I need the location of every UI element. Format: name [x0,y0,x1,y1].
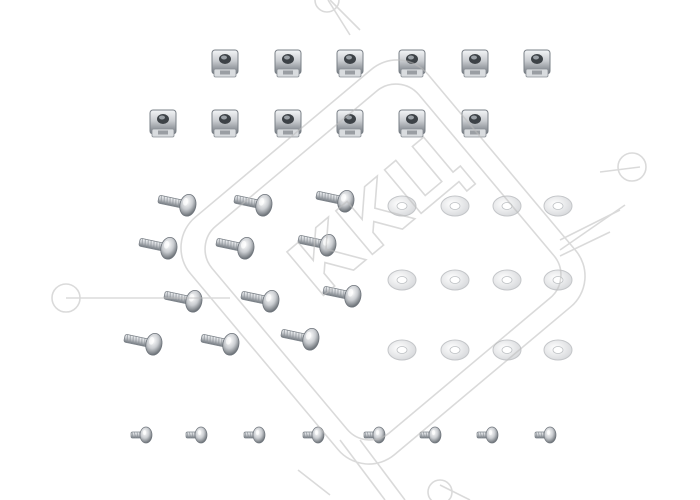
washer [387,269,417,291]
washer [440,269,470,291]
long-screw [280,327,320,351]
short-screw [130,426,153,444]
long-screw [240,289,280,313]
cage-nut [336,109,364,138]
long-screw [157,193,197,217]
washer [440,195,470,217]
short-screw [302,426,325,444]
long-screw [233,193,273,217]
long-screw [163,289,203,313]
cage-nut [211,49,239,78]
short-screw [185,426,208,444]
washer [543,339,573,361]
washer [492,195,522,217]
cage-nut [211,109,239,138]
washer [440,339,470,361]
short-screw [363,426,386,444]
long-screw [322,284,362,308]
washer [543,195,573,217]
long-screw [315,189,355,213]
short-screw [419,426,442,444]
cage-nut [336,49,364,78]
cage-nut [398,109,426,138]
washer [387,339,417,361]
cage-nut [523,49,551,78]
short-screw [476,426,499,444]
long-screw [215,236,255,260]
short-screw [534,426,557,444]
long-screw [138,236,178,260]
cage-nut [274,49,302,78]
cage-nut [461,49,489,78]
washer [492,269,522,291]
short-screw [243,426,266,444]
cage-nut [149,109,177,138]
long-screw [123,332,163,356]
long-screw [297,233,337,257]
cage-nut [274,109,302,138]
cage-nut [461,109,489,138]
long-screw [200,332,240,356]
washer [387,195,417,217]
